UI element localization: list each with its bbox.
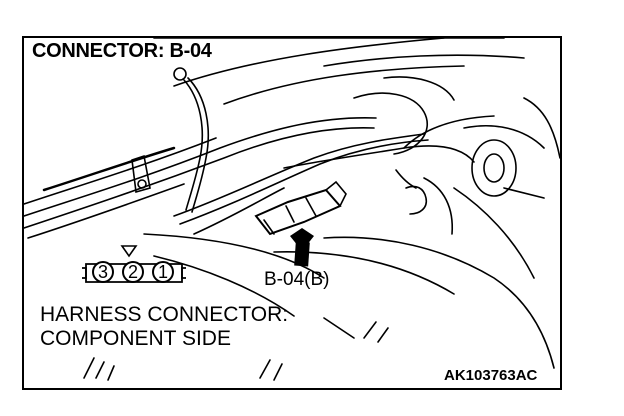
pin-1: 1 [152, 261, 174, 283]
pin-3: 3 [92, 261, 114, 283]
figure-code: AK103763AC [444, 367, 538, 384]
diagram-frame: 3 2 1 CONNECTOR: B-04 B-04(B) HARNESS CO… [22, 36, 562, 390]
caption-line-2: COMPONENT SIDE [40, 327, 231, 350]
connector-pin-layout: 3 2 1 [82, 260, 186, 286]
connector-title: CONNECTOR: B-04 [30, 40, 214, 62]
arrow-up-icon [290, 228, 314, 267]
caption-line-1: HARNESS CONNECTOR: [40, 303, 289, 326]
pin-2: 2 [122, 261, 144, 283]
triangle-down-icon [120, 245, 138, 258]
connector-callout-label: B-04(B) [264, 269, 330, 290]
engine-bay-illustration [24, 38, 560, 381]
